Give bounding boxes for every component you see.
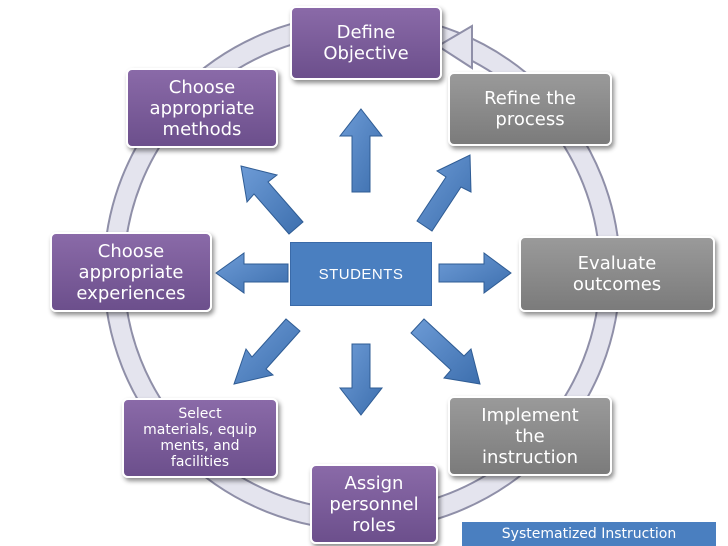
arrow-up-left (240, 165, 304, 235)
node-define-objective: Define Objective (290, 6, 442, 80)
node-assign-personnel-roles: Assign personnel roles (310, 464, 438, 544)
arrow-right (438, 252, 512, 294)
cycle-arrowhead (436, 24, 473, 70)
arrow-up-right (416, 154, 472, 232)
node-refine-process: Refine the process (448, 72, 612, 146)
diagram-caption: Systematized Instruction (462, 522, 716, 546)
arrow-down (338, 343, 384, 416)
arrow-up (338, 108, 384, 193)
node-select-materials: Select materials, equip ments, and facil… (122, 398, 278, 478)
node-implement-instruction: Implement the instruction (448, 396, 612, 476)
node-evaluate-outcomes: Evaluate outcomes (519, 236, 715, 312)
radial-arrows (215, 108, 512, 416)
arrow-down-left (233, 318, 301, 385)
center-students: STUDENTS (290, 242, 432, 306)
arrow-down-right (410, 318, 481, 385)
node-choose-methods: Choose appropriate methods (126, 68, 278, 148)
arrow-left (215, 252, 289, 294)
node-choose-experiences: Choose appropriate experiences (50, 232, 212, 312)
